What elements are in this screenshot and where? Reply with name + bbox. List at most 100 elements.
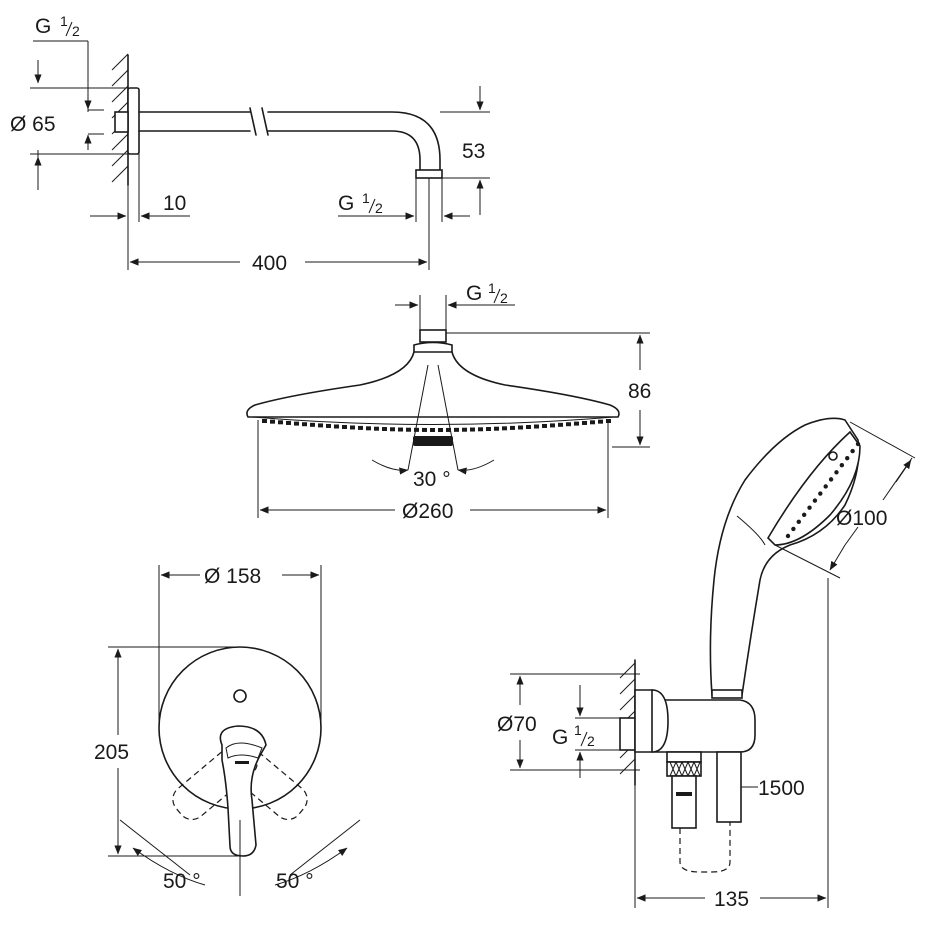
nozzle [494,426,499,431]
hand-nozzle [785,533,791,539]
nozzle [518,425,523,430]
hand-spray-face [766,430,861,546]
handle-grip-line [736,515,766,546]
head-thread-label: G [466,282,482,305]
head-shower-view: 30 ° G 1 2 86 Ø260 [246,280,651,523]
hand-nozzle [823,484,828,489]
arm-top-edge [138,111,441,171]
nozzle [582,420,587,425]
hand-nozzle [839,463,845,468]
nozzle [454,427,459,432]
nozzle [558,422,563,427]
arm-bottom-edge [138,130,421,171]
nozzle [446,427,451,432]
wall-offset-label: 10 [163,192,186,215]
outlet-thread-label: G [552,726,568,749]
nozzle [462,427,467,432]
hand-head-diameter-label: Ø100 [836,507,887,530]
nozzle [294,421,299,426]
hand-nozzle [855,441,861,447]
hose-sleeve-mark [676,792,692,796]
nozzle [470,427,475,432]
wall-flange [127,87,140,155]
hand-nozzle [834,470,839,475]
nozzle [422,427,427,432]
outlet-thread [619,717,636,751]
hand-nozzle [801,512,807,517]
nozzle [358,425,363,430]
mixer-height-label: 205 [94,741,129,764]
svg-text:2: 2 [375,200,383,216]
nozzle [270,419,275,424]
hand-nozzle [807,505,812,510]
hand-nozzle [850,448,855,454]
nozzle [390,427,395,432]
nozzle [310,422,315,427]
nozzle [342,425,347,430]
nozzle [550,423,555,428]
nozzle [398,427,403,432]
arm-break-mark [249,107,269,136]
nozzle [502,426,507,431]
hand-nozzle [818,491,823,496]
svg-text:2: 2 [72,23,80,39]
head-angle-label: 30 ° [413,468,451,491]
nozzle [486,427,491,432]
hand-nozzle [796,519,801,525]
mixer-lever [219,725,267,857]
nozzle [278,420,283,425]
nozzle [302,422,307,427]
svg-text:1: 1 [60,13,68,29]
flange-thread [114,111,129,133]
arm-outlet-nut [415,169,443,179]
nozzle [318,423,323,428]
svg-text:2: 2 [587,733,595,749]
shower-arm-view: G 1 2 Ø 65 10 400 53 G 1 2 [10,13,490,275]
hose-length-label: 1500 [758,777,805,800]
hose-knurled-nut [666,761,702,777]
handle-collar [711,689,743,699]
svg-text:1: 1 [488,280,496,296]
hand-nozzle [828,477,834,482]
diverter-button [233,689,247,703]
head-shower-face [251,416,615,425]
nozzle [326,423,331,428]
arm-outlet-thread-label: G [338,192,354,215]
nozzle [430,427,435,432]
hose-nut-top [666,751,702,763]
head-center-jet [413,436,453,446]
hand-nozzle [812,498,818,503]
nozzle [566,422,571,427]
lever-logo-mark [235,761,249,764]
arm-thread-label: G [35,15,51,38]
head-height-label: 86 [628,380,651,403]
head-connector-nut [419,329,447,343]
hand-nozzle [845,455,850,461]
head-shower-body [246,351,620,418]
svg-text:1: 1 [574,722,582,738]
nozzle [382,427,387,432]
nozzle [598,419,603,424]
hose-sleeve-left [671,775,697,829]
head-diameter-label: Ø260 [402,500,453,523]
mixer-angle-right-label: 50 ° [276,870,314,893]
nozzle [590,420,595,425]
nozzle [542,423,547,428]
mixer-view: Ø 158 205 50 ° 50 ° [94,565,361,896]
hand-projection-label: 135 [714,888,749,911]
hose-sleeve-right [716,751,742,823]
outlet-diameter-label: Ø70 [497,713,537,736]
nozzle [438,427,443,432]
nozzle [262,419,267,423]
nozzle [478,427,483,432]
nozzle [366,426,371,431]
hose-loop [679,822,731,873]
mixer-angle-left-label: 50 ° [163,870,201,893]
hand-spray-nozzles [785,441,861,539]
knurl-pattern [669,761,701,777]
nozzle [350,425,355,430]
outlet-elbow [651,689,669,753]
nozzle [526,425,531,430]
nozzle [334,424,339,429]
